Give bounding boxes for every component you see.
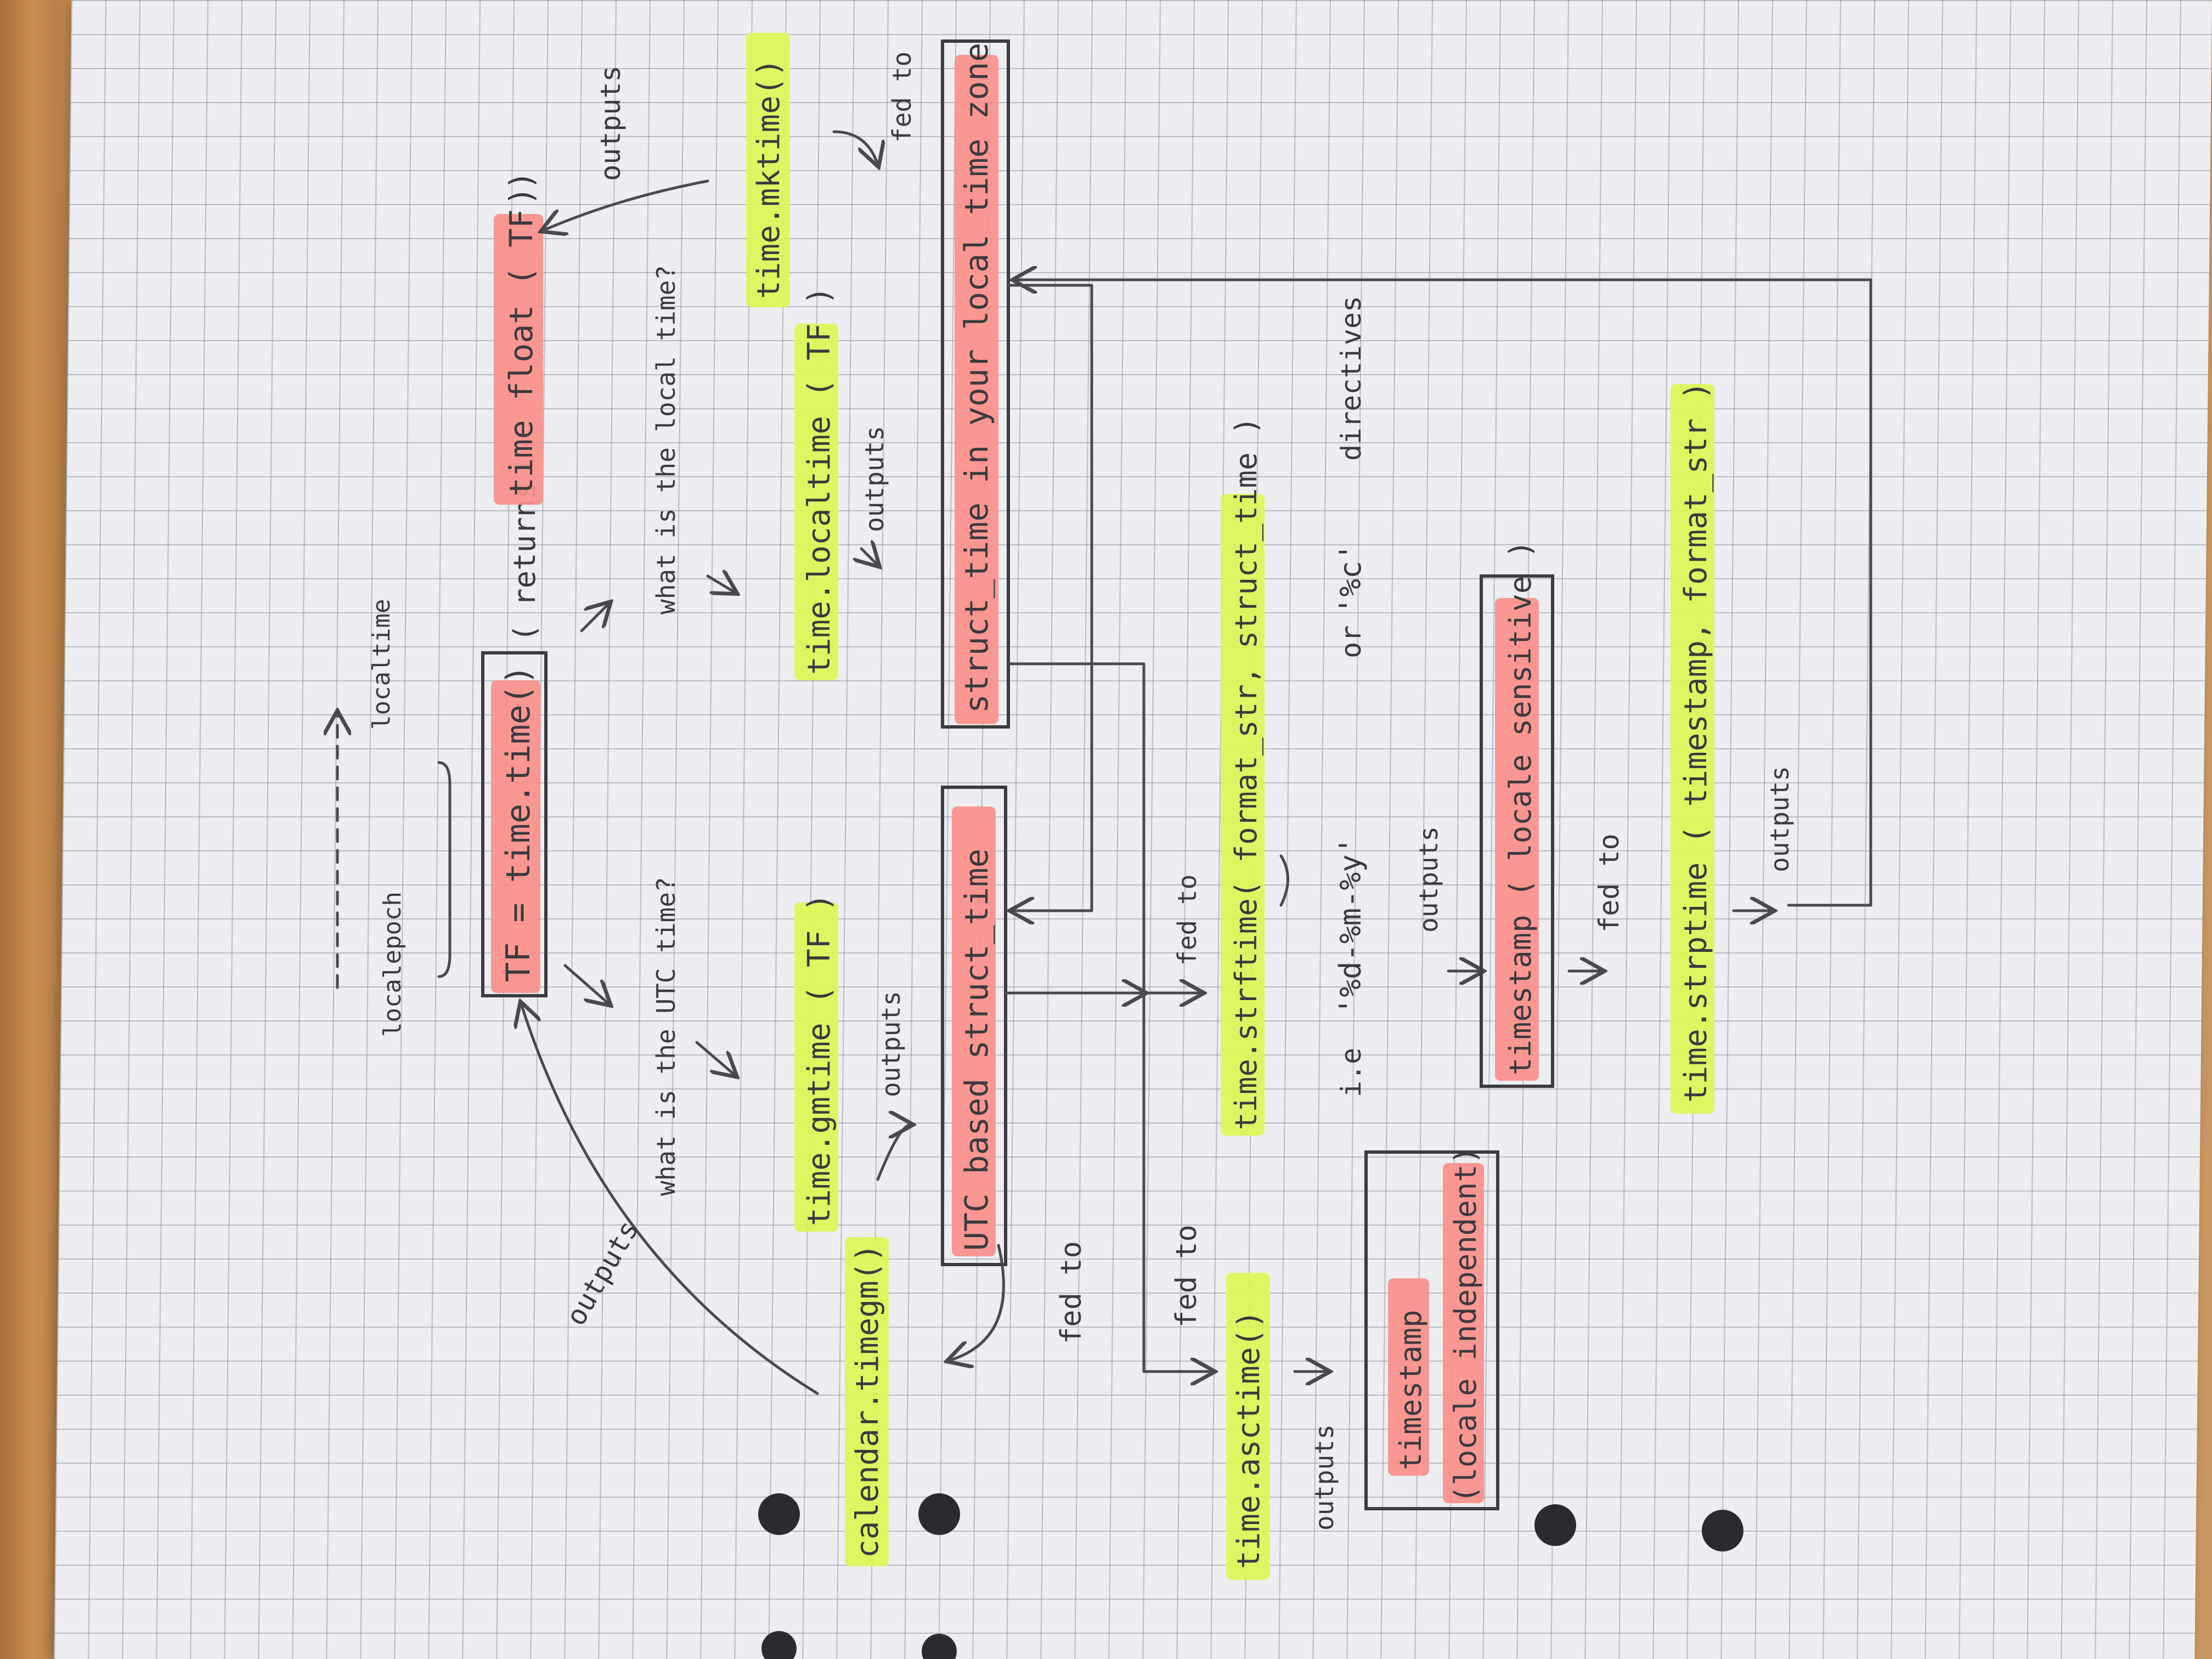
returns-note: ( returns time float ( TF ) ) — [494, 171, 543, 642]
outputs-label-strptime: outputs — [1765, 766, 1795, 872]
localtime-label: localtime — [368, 599, 396, 730]
fed-to-timegm: fed to — [1055, 1241, 1088, 1344]
directives-suffix: directives — [1335, 296, 1367, 461]
utc-question: what is the UTC time? — [651, 877, 681, 1196]
strptime-node: time.strptime ( timestamp, format_str ) — [1671, 381, 1714, 1114]
utc-struct-node: UTC based struct_time — [941, 786, 1007, 1266]
directive-format-1: '%d-%m-%y' — [1333, 837, 1368, 1015]
strptime-call: time.strptime ( timestamp, format_str ) — [1678, 381, 1714, 1103]
binder-hole — [761, 1631, 797, 1659]
binder-hole — [918, 1493, 960, 1535]
directive-format-2: '%c' — [1333, 543, 1368, 614]
directives-prefix: i.e — [1335, 1048, 1367, 1097]
asctime-call: time.asctime() — [1231, 1310, 1267, 1569]
returns-suffix: ) — [503, 187, 540, 206]
timestamp-sensitive-node: timestamp ( locale sensitive ) — [1480, 540, 1554, 1088]
directive-or: or — [1335, 625, 1367, 658]
binder-hole — [1534, 1504, 1576, 1546]
fed-to-asctime: fed to — [1170, 1224, 1203, 1328]
utc-struct: UTC based struct_time — [958, 849, 995, 1251]
localtime-node: time.localtime ( TF ) — [794, 286, 838, 680]
gmtime-call: time.gmtime ( TF ) — [802, 893, 837, 1226]
returns-prefix: ( returns — [507, 481, 542, 642]
outputs-label-gmtime: outputs — [876, 991, 906, 1097]
asctime-node: time.asctime() — [1226, 1273, 1270, 1580]
timestamp-independent-2: (locale independent) — [1448, 1147, 1483, 1503]
localepoch-label: localepoch — [379, 891, 407, 1037]
timestamp-sensitive: timestamp ( locale sensitive ) — [1503, 540, 1538, 1075]
time-time-node: TF = time.time() — [481, 651, 548, 997]
outputs-label-mktime: outputs — [595, 65, 627, 181]
connector-lines — [1004, 280, 1872, 1372]
fed-to-strptime: fed to — [1593, 833, 1625, 933]
local-struct-node: struct_time in your local time zone — [941, 40, 1010, 729]
fed-to-mktime: fed to — [887, 52, 917, 143]
strftime-call: time.strftime( format_str, struct_time ) — [1229, 417, 1263, 1130]
binder-hole — [758, 1493, 800, 1535]
outputs-label-strftime: outputs — [1414, 826, 1443, 933]
tf-assignment: TF = time.time() — [499, 665, 538, 982]
binder-holes — [758, 1493, 1743, 1659]
outputs-label-asctime: outputs — [1310, 1424, 1339, 1531]
local-struct: struct_time in your local time zone — [958, 43, 995, 713]
mktime-node: time.mktime() — [746, 33, 790, 307]
timestamp-independent-node: timestamp (locale independent) — [1364, 1147, 1499, 1510]
mktime-call: time.mktime() — [751, 59, 787, 299]
returns-highlight: time float ( TF ) — [503, 171, 540, 496]
timestamp-independent-1: timestamp — [1393, 1310, 1428, 1470]
fed-to-strftime: fed to — [1172, 874, 1202, 966]
strftime-node: time.strftime( format_str, struct_time ) — [1221, 417, 1265, 1136]
local-question: what is the local time? — [651, 265, 681, 614]
binder-hole — [922, 1634, 957, 1659]
binder-hole — [1702, 1510, 1743, 1551]
outputs-label-localtime: outputs — [860, 426, 889, 532]
outputs-label-timegm: outputs — [560, 1215, 645, 1331]
timegm-call: calendar.timegm() — [850, 1244, 885, 1558]
epoch-timeline: localepoch localtime — [337, 599, 452, 1037]
gmtime-node: time.gmtime ( TF ) — [794, 893, 838, 1232]
localtime-call: time.localtime ( TF ) — [802, 286, 837, 675]
directives-note: i.e '%d-%m-%y' or '%c' directives — [1333, 296, 1368, 1097]
timegm-node: calendar.timegm() — [845, 1237, 889, 1566]
